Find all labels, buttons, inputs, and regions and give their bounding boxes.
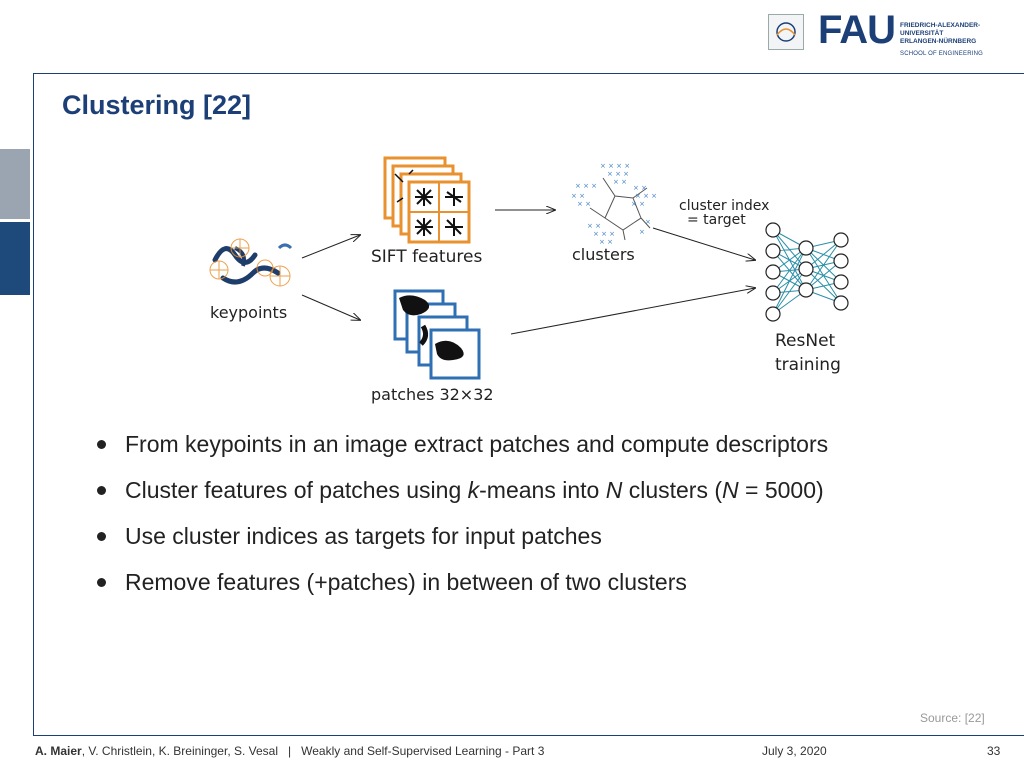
bullet-dot-icon bbox=[97, 440, 106, 449]
label-cluster-index: cluster index bbox=[679, 198, 769, 214]
math-k: k bbox=[467, 477, 480, 503]
arrow-patches-to-resnet bbox=[510, 288, 755, 335]
frame-left-line bbox=[33, 73, 34, 735]
bullet-text: Use cluster indices as targets for input… bbox=[125, 523, 602, 549]
svg-text:× ×: × × bbox=[613, 178, 627, 186]
bullet-item: Remove features (+patches) in between of… bbox=[97, 568, 977, 596]
patches-stack bbox=[393, 289, 481, 380]
svg-text:× ×: × × bbox=[587, 222, 601, 230]
frame-top-line bbox=[33, 73, 1024, 74]
clusters-voronoi: × × ×× ×× × × × × ×× × ×× × × ×× × ×× × … bbox=[571, 162, 657, 246]
bullet-item: Cluster features of patches using k-mean… bbox=[97, 476, 977, 504]
svg-text:× ×: × × bbox=[571, 192, 585, 200]
svg-text:× × ×: × × × bbox=[635, 192, 657, 200]
footer-other-authors: , V. Christlein, K. Breininger, S. Vesal bbox=[81, 744, 279, 758]
label-equals-target: = target bbox=[687, 212, 746, 228]
svg-text:× × ×: × × × bbox=[575, 182, 597, 190]
bullet-list: From keypoints in an image extract patch… bbox=[97, 430, 977, 614]
school-name: SCHOOL OF ENGINEERING bbox=[900, 51, 983, 57]
clustering-diagram: keypoints SIFT features patches 32×32 bbox=[209, 156, 849, 404]
keypoints-image bbox=[209, 238, 293, 287]
source-citation: Source: [22] bbox=[920, 711, 985, 725]
arrow-to-sift bbox=[301, 235, 360, 259]
label-keypoints: keypoints bbox=[210, 303, 287, 322]
bullet-text: Cluster features of patches using bbox=[125, 477, 468, 503]
resnet-network bbox=[765, 222, 849, 322]
side-tab-current bbox=[0, 222, 30, 295]
label-resnet: ResNet bbox=[775, 331, 836, 351]
math-n: N bbox=[722, 477, 739, 503]
label-patches: patches 32×32 bbox=[371, 385, 494, 404]
sift-features-stack bbox=[383, 156, 471, 244]
svg-text:× × × ×: × × × × bbox=[600, 162, 630, 170]
bullet-text: Remove features (+patches) in between of… bbox=[125, 569, 687, 595]
bullet-text: From keypoints in an image extract patch… bbox=[125, 431, 829, 457]
footer-lead-author: A. Maier bbox=[35, 744, 82, 758]
math-n: N bbox=[605, 477, 623, 503]
bullet-text: = 5000) bbox=[738, 477, 824, 503]
bullet-dot-icon bbox=[97, 578, 106, 587]
svg-text:× × ×: × × × bbox=[607, 170, 629, 178]
svg-text:×: × bbox=[639, 228, 645, 236]
bullet-item: From keypoints in an image extract patch… bbox=[97, 430, 977, 458]
svg-text:× × ×: × × × bbox=[593, 230, 615, 238]
arrow-clusters-to-resnet bbox=[652, 227, 755, 260]
page-number: 33 bbox=[987, 744, 1001, 758]
arrow-to-patches bbox=[301, 294, 360, 320]
svg-text:× ×: × × bbox=[633, 184, 647, 192]
bullet-dot-icon bbox=[97, 532, 106, 541]
svg-text:× ×: × × bbox=[631, 200, 645, 208]
side-tab-previous bbox=[0, 149, 30, 219]
university-line: FRIEDRICH-ALEXANDER- bbox=[900, 22, 981, 29]
footer-separator: | bbox=[288, 744, 292, 758]
svg-text:×: × bbox=[645, 218, 651, 226]
slide-title: Clustering [22] bbox=[62, 90, 252, 120]
bullet-text: clusters ( bbox=[622, 477, 723, 503]
svg-text:× ×: × × bbox=[599, 238, 613, 246]
svg-text:× ×: × × bbox=[577, 200, 591, 208]
bullet-item: Use cluster indices as targets for input… bbox=[97, 522, 977, 550]
university-line: UNIVERSITÄT bbox=[900, 30, 944, 37]
label-sift-features: SIFT features bbox=[371, 247, 482, 267]
bullet-text: -means into bbox=[479, 477, 606, 503]
emblem-icon bbox=[776, 22, 796, 42]
footer-lecture: Weakly and Self-Supervised Learning - Pa… bbox=[301, 744, 545, 758]
label-training: training bbox=[775, 355, 841, 375]
fau-logo: FAU bbox=[818, 8, 896, 52]
footer-date: July 3, 2020 bbox=[762, 744, 827, 758]
label-clusters: clusters bbox=[572, 245, 635, 264]
bullet-dot-icon bbox=[97, 486, 106, 495]
university-name: FRIEDRICH-ALEXANDER- UNIVERSITÄT ERLANGE… bbox=[900, 22, 980, 46]
frame-bottom-line bbox=[33, 735, 1024, 736]
university-line: ERLANGEN-NÜRNBERG bbox=[900, 38, 977, 45]
footer-credits: A. Maier, V. Christlein, K. Breininger, … bbox=[35, 744, 544, 758]
logo-emblem bbox=[768, 14, 804, 50]
